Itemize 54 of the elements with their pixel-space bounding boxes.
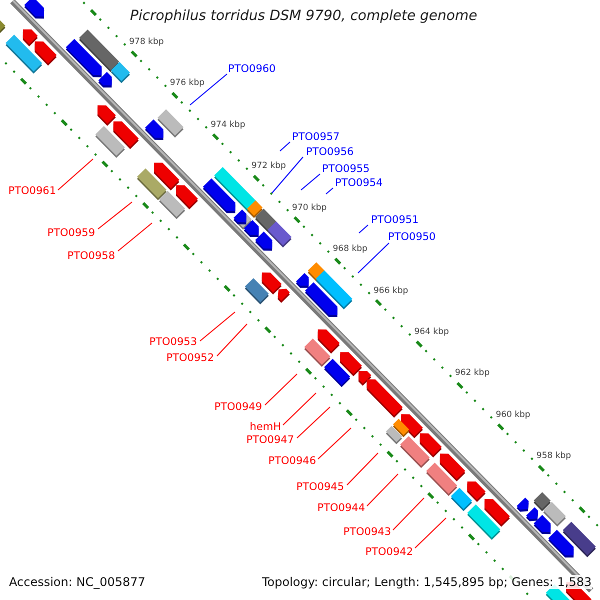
leader-line [282, 392, 316, 426]
gene-label: PTO0954 [335, 176, 383, 190]
leader-line [280, 142, 290, 152]
gene-label: PTO0957 [292, 130, 340, 144]
leader-line [58, 158, 94, 190]
scale-label: 960 kbp [496, 408, 530, 422]
leader-line [346, 452, 378, 486]
leader-line [264, 374, 298, 406]
leader-line [296, 406, 330, 438]
leader-line [190, 74, 228, 106]
gene-label: PTO0947 [246, 433, 294, 447]
leader-line [414, 518, 446, 548]
scale-label: 962 kbp [454, 367, 490, 380]
leader-line [326, 188, 334, 194]
footer-text: Accession: NC_005877 [9, 575, 146, 589]
leader-line [272, 156, 304, 194]
gene-label: PTO0946 [268, 454, 316, 468]
gene-label: PTO0945 [296, 480, 344, 494]
scale-label: 974 kbp [210, 118, 246, 132]
leader-line [366, 474, 398, 506]
leader-line [318, 428, 352, 460]
footer-text: Topology: circular; Length: 1,545,895 bp; Genes: 1,583 [262, 575, 592, 589]
gene-label: PTO0943 [343, 525, 391, 539]
leader-line [98, 202, 132, 230]
gene-label: PTO0955 [322, 162, 370, 176]
leader-line [392, 498, 424, 530]
leader-line [300, 174, 320, 190]
gene-label: PTO0949 [214, 400, 262, 414]
gene-label: PTO0956 [306, 145, 354, 159]
gene-label: PTO0944 [317, 501, 365, 515]
scale-label: 968 kbp [332, 243, 368, 256]
leader-line [200, 312, 236, 342]
scale-label: 972 kbp [251, 160, 286, 174]
gene-label: PTO0959 [47, 226, 95, 240]
gene-label: PTO0958 [67, 249, 115, 263]
scale-label: 978 kbp [129, 36, 164, 49]
diagram-title: Picrophilus torridus DSM 9790, complete genome [130, 9, 478, 23]
gene-label: PTO0960 [228, 62, 276, 76]
gene-label: PTO0953 [149, 335, 197, 349]
leader-line [358, 224, 368, 234]
leader-line [358, 242, 390, 274]
gene-label: PTO0961 [8, 184, 56, 198]
scale-label: 970 kbp [292, 202, 327, 215]
gene-label: PTO0951 [371, 213, 419, 227]
gene-label: hemH [250, 420, 281, 434]
scale-label: 964 kbp [414, 326, 449, 339]
leader-line [118, 222, 152, 252]
scale-label: 976 kbp [170, 77, 204, 90]
gene-label: PTO0942 [365, 545, 413, 559]
scale-label: 958 kbp [536, 450, 572, 464]
gene-label: PTO0952 [166, 351, 214, 365]
leader-line [216, 324, 248, 356]
scale-label: 966 kbp [374, 284, 408, 298]
gene-label: PTO0950 [388, 230, 436, 244]
